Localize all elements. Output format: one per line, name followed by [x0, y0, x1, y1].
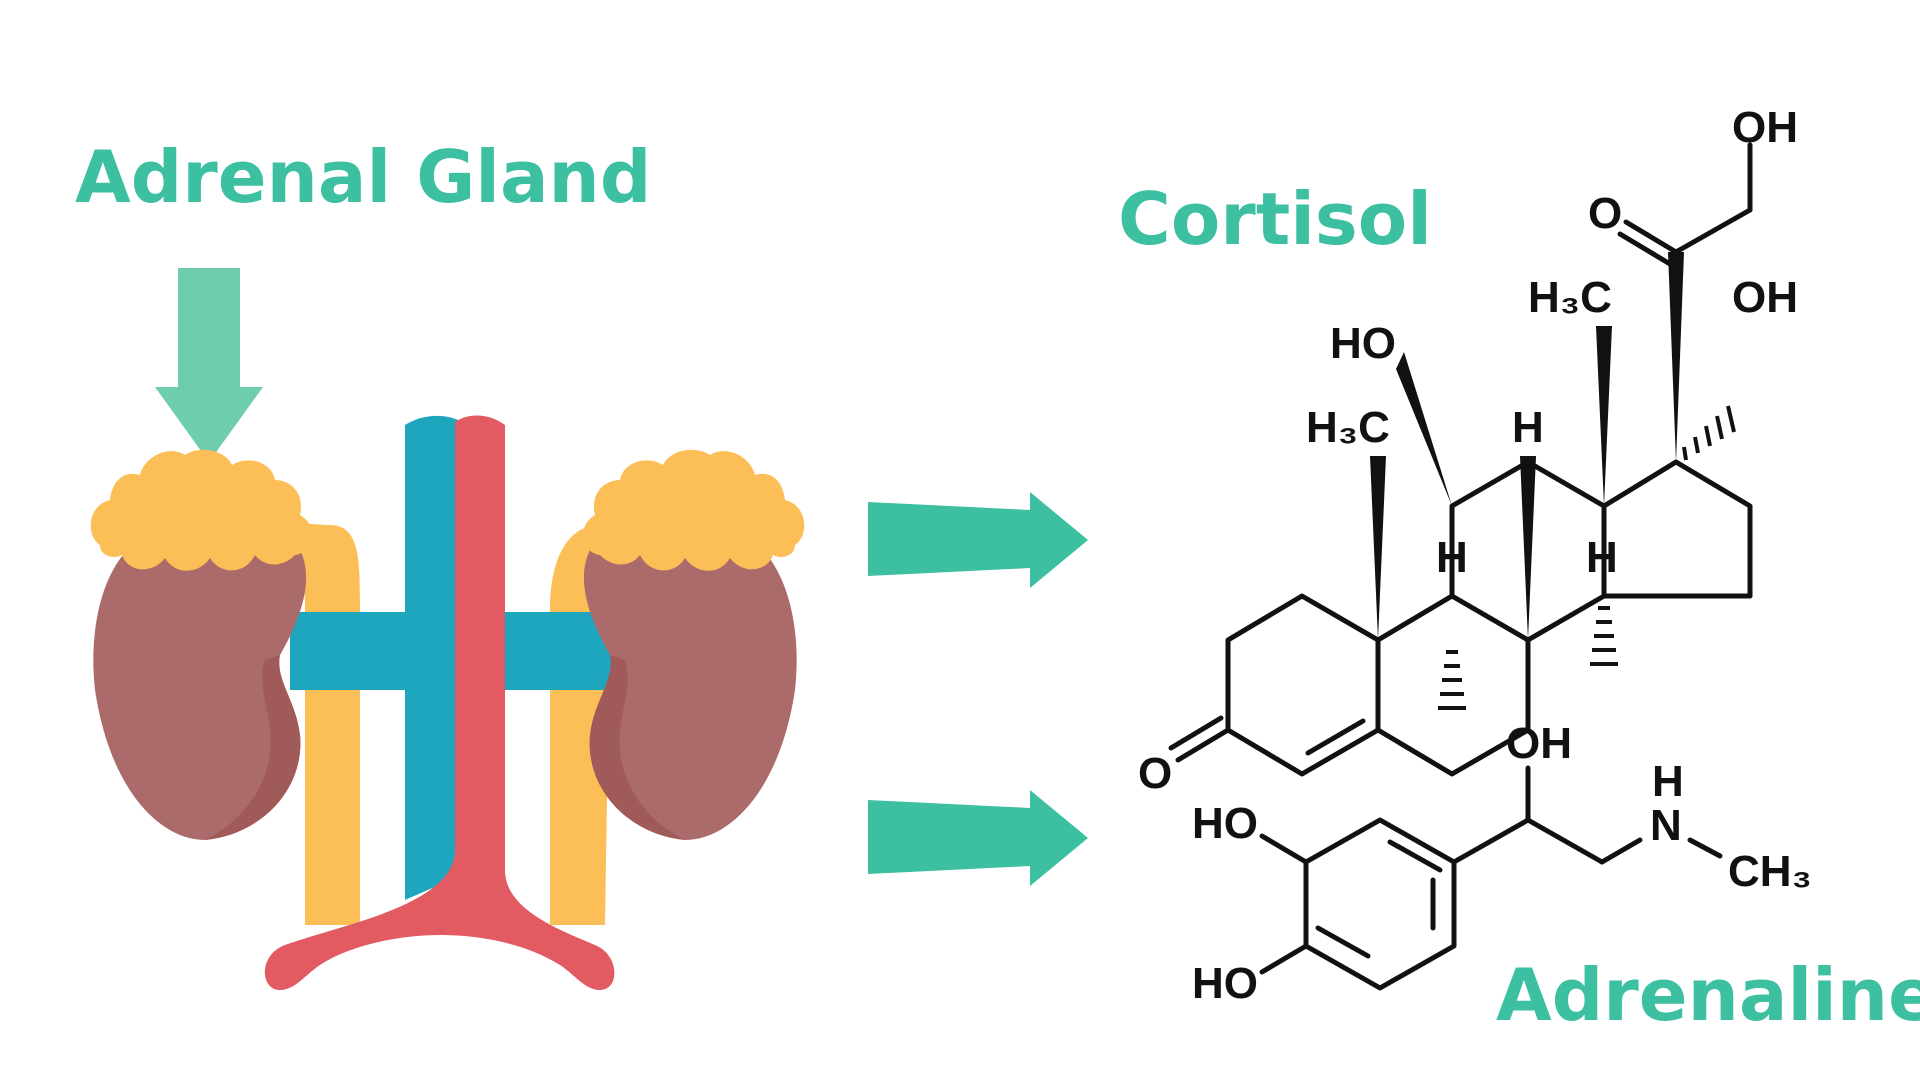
right-kidney: [583, 527, 797, 840]
artery-vertical: [455, 415, 505, 612]
c14-h-label: H: [1586, 533, 1618, 582]
c-oh-upper-bond: [1259, 833, 1309, 865]
artery-branch: [455, 612, 505, 690]
c3-o-label: O: [1138, 749, 1172, 798]
ch2-n-bond: [1599, 837, 1643, 865]
c11-oh-wedge: [1396, 352, 1452, 506]
c20-o-double: [1617, 231, 1673, 267]
n-ch3-bond: [1687, 837, 1723, 859]
ring-side-chain: [1451, 817, 1531, 865]
c17-c20-wedge: [1668, 252, 1684, 462]
left-kidney: [93, 527, 307, 840]
hash-mark: [1726, 405, 1736, 433]
c13-methyl-wedge: [1596, 326, 1612, 506]
hash-mark: [1715, 415, 1724, 440]
benzene-inner-3: [1315, 925, 1371, 959]
ring-b-bonds: [1375, 593, 1531, 777]
ring-a-bonds: [1225, 593, 1381, 777]
hash-mark: [1704, 425, 1712, 447]
c19-methyl-label: H₃C: [1306, 403, 1390, 452]
c17-oh-hash: [1682, 446, 1688, 461]
amine-h-label: H: [1652, 757, 1684, 806]
methyl-label: CH₃: [1728, 847, 1812, 896]
artery-lower: [264, 690, 615, 990]
adrenaline-structure: [1259, 765, 1723, 991]
kidney-illustration: [90, 415, 805, 990]
c8-h-wedge: [1520, 456, 1536, 640]
c20-o-bond: [1623, 219, 1679, 255]
c18-methyl-label: H₃C: [1528, 273, 1612, 322]
c20-c21-bond: [1673, 207, 1753, 255]
left-ureter-top: [300, 523, 360, 925]
c17-oh-label: OH: [1732, 273, 1798, 322]
hash-mark: [1693, 436, 1700, 454]
side-oh-label: OH: [1506, 719, 1572, 768]
right-kidney-shadow: [589, 655, 685, 840]
right-arrow-adrenaline-icon: [868, 790, 1088, 886]
ring-c-bonds: [1449, 459, 1607, 643]
c9-h-label: H: [1436, 533, 1468, 582]
left-adrenal-gland: [90, 449, 312, 571]
cortisol-hashed-bonds: [1438, 405, 1736, 710]
cortisol-title: Cortisol: [1118, 177, 1432, 261]
c4-c5-double: [1305, 718, 1366, 756]
adrenal-gland-title: Adrenal Gland: [75, 135, 651, 219]
cortisol-atom-labels: OH O H₃C OH HO H₃C H H H O: [1138, 103, 1798, 798]
adrenaline-title: Adrenaline: [1496, 953, 1920, 1037]
c8-h-label: H: [1512, 403, 1544, 452]
ring-ho-lower-label: HO: [1192, 959, 1258, 1008]
c-oh-lower-bond: [1259, 943, 1309, 975]
c21-oh-label: OH: [1732, 103, 1798, 152]
side-chain-ch2: [1525, 817, 1605, 865]
c10-methyl-wedge: [1370, 456, 1386, 640]
right-arrow-cortisol-icon: [868, 492, 1088, 588]
amine-n-label: N: [1650, 801, 1682, 850]
c11-ho-label: HO: [1330, 319, 1396, 368]
ring-ho-upper-label: HO: [1192, 799, 1258, 848]
vein-horizontal: [290, 612, 615, 690]
adrenaline-atom-labels: OH HO HO H N CH₃: [1192, 719, 1812, 1008]
ring-d-bonds: [1601, 459, 1753, 599]
cortisol-stereo-bonds: [1370, 252, 1684, 640]
right-adrenal-gland: [583, 449, 805, 571]
c20-o-label: O: [1588, 189, 1622, 238]
benzene-inner-1: [1387, 839, 1443, 873]
c3-o-bond: [1175, 727, 1231, 763]
cortisol-structure: [1168, 142, 1753, 777]
left-kidney-shadow: [205, 655, 301, 840]
down-arrow-icon: [155, 268, 263, 462]
c3-o-double: [1168, 715, 1224, 751]
